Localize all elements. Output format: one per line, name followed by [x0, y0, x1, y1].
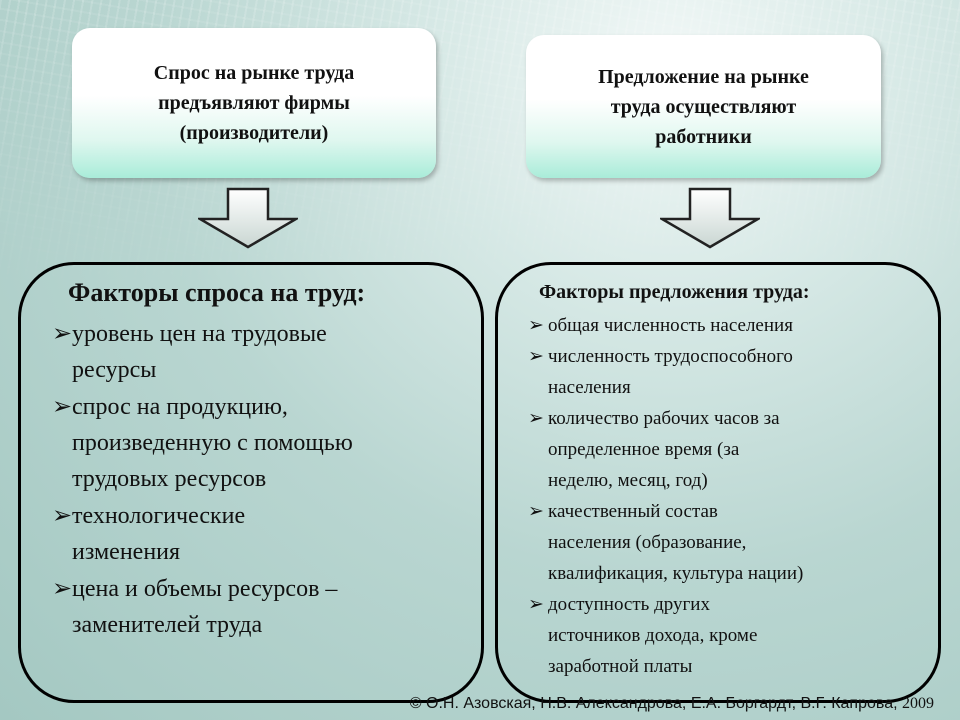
copyright-authors: © О.Н. Азовская, Н.В. Александрова, Е.А.…: [409, 695, 898, 712]
arrow-bullet-icon: ➢: [52, 321, 73, 347]
supply-factors-list: ➢ общая численность населения ➢ численно…: [528, 310, 928, 682]
arrow-bullet-icon: ➢: [528, 315, 544, 336]
arrow-bullet-icon: ➢: [528, 408, 544, 429]
supply-header-text: Предложение на рынке труда осуществляют …: [598, 65, 809, 148]
down-arrow-icon: [660, 187, 760, 249]
down-arrow-icon: [198, 187, 298, 249]
supply-factors-panel: [495, 262, 941, 703]
copyright-year: 2009: [902, 695, 934, 712]
arrow-bullet-icon: ➢: [52, 394, 73, 420]
arrow-bullet-icon: ➢: [528, 594, 544, 615]
arrow-bullet-icon: ➢: [528, 346, 544, 367]
arrow-bullet-icon: ➢: [52, 503, 73, 529]
supply-header-box: Предложение на рынке труда осуществляют …: [526, 35, 881, 178]
list-item: ➢ качественный состав населения (образов…: [528, 496, 928, 589]
arrow-bullet-icon: ➢: [52, 576, 73, 602]
arrow-bullet-icon: ➢: [528, 501, 544, 522]
list-item: ➢ цена и объемы ресурсов – заменителей т…: [52, 571, 462, 643]
demand-factors-title: Факторы спроса на труд:: [68, 278, 366, 307]
list-item: ➢ общая численность населения: [528, 310, 928, 341]
demand-header-text: Спрос на рынке труда предъявляют фирмы (…: [153, 62, 355, 144]
demand-header-box: Спрос на рынке труда предъявляют фирмы (…: [72, 28, 436, 178]
list-item: ➢ технологические изменения: [52, 498, 462, 570]
list-item: ➢ уровень цен на трудовые ресурсы: [52, 316, 462, 388]
copyright-footer: © О.Н. Азовская, Н.В. Александрова, Е.А.…: [410, 695, 934, 713]
demand-factors-panel: [18, 262, 484, 703]
demand-factors-list: ➢ уровень цен на трудовые ресурсы ➢ спро…: [52, 316, 462, 644]
supply-factors-title: Факторы предложения труда:: [539, 281, 810, 303]
list-item: ➢ количество рабочих часов за определенн…: [528, 403, 928, 496]
list-item: ➢ численность трудоспособного населения: [528, 341, 928, 403]
list-item: ➢ спрос на продукцию, произведенную с по…: [52, 389, 462, 497]
list-item: ➢ доступность других источников дохода, …: [528, 589, 928, 682]
